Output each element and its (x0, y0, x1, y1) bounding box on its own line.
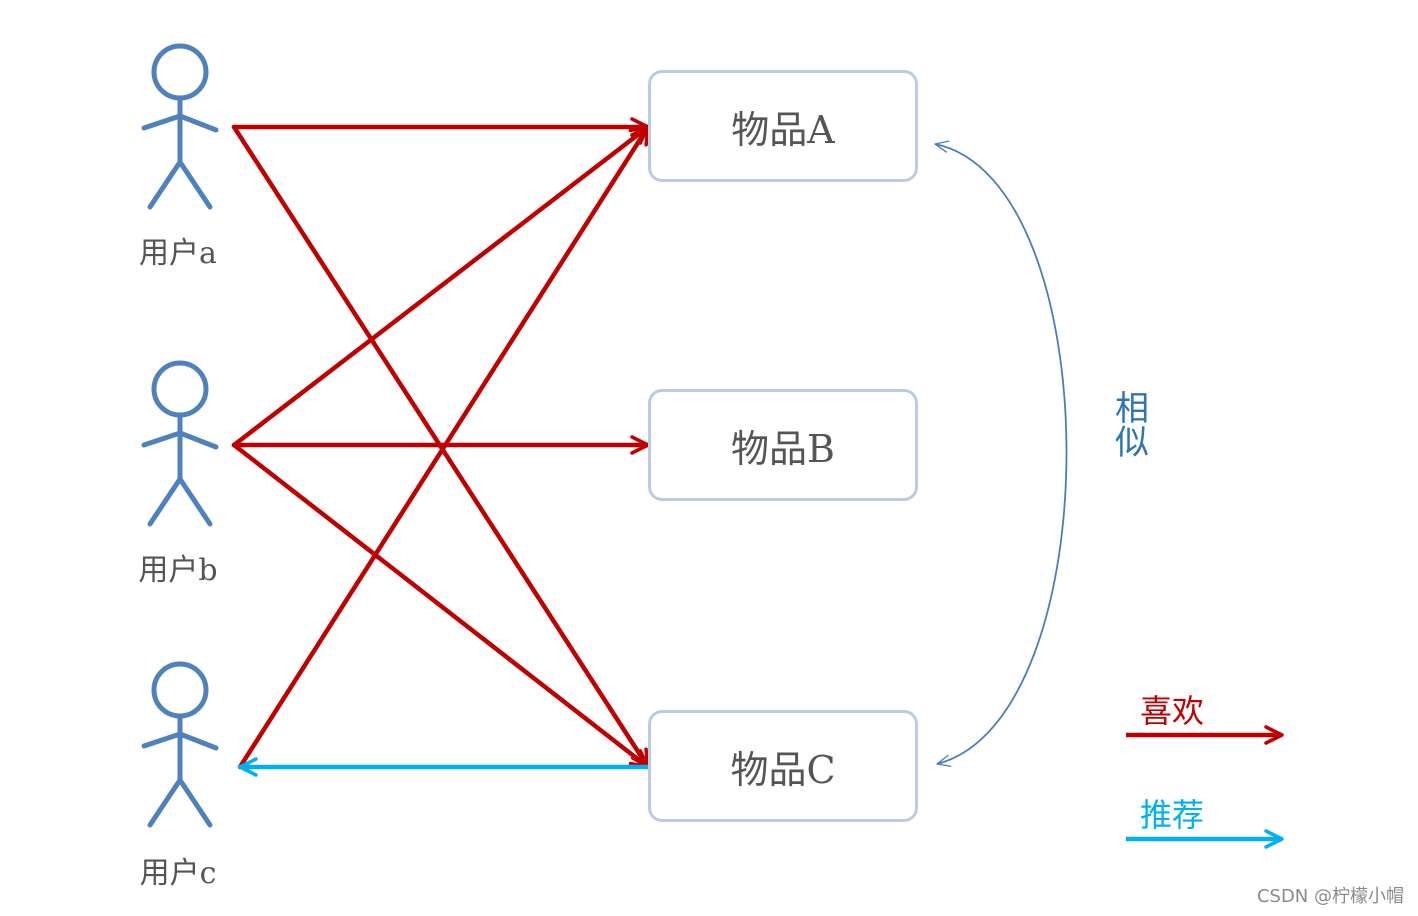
user-b-figure-icon (141, 360, 219, 527)
legend-like-label: 喜欢 (1140, 692, 1205, 730)
like-edge-c-A (237, 124, 651, 770)
item-label-a: 物品A (731, 107, 835, 152)
like-edge-b-A (231, 124, 651, 448)
user-c-figure-icon (141, 661, 219, 828)
item-box-b: 物品B (648, 389, 918, 501)
user-label-a: 用户a (139, 236, 217, 271)
user-label-b: 用户b (138, 553, 218, 588)
item-box-c: 物品C (648, 710, 918, 822)
legend-recommend-label: 推荐 (1140, 796, 1205, 834)
user-label-c: 用户c (139, 856, 217, 891)
user-a-figure-icon (141, 43, 219, 210)
like-edge-b-C (231, 442, 651, 770)
watermark: CSDN @柠檬小帽 (1256, 886, 1404, 907)
item-label-b: 物品B (731, 426, 835, 471)
similar-label: 相似 (1115, 389, 1149, 463)
item-box-a: 物品A (648, 70, 918, 182)
like-edges (231, 117, 651, 770)
similar-arc (934, 140, 1068, 767)
item-label-c: 物品C (730, 747, 836, 792)
